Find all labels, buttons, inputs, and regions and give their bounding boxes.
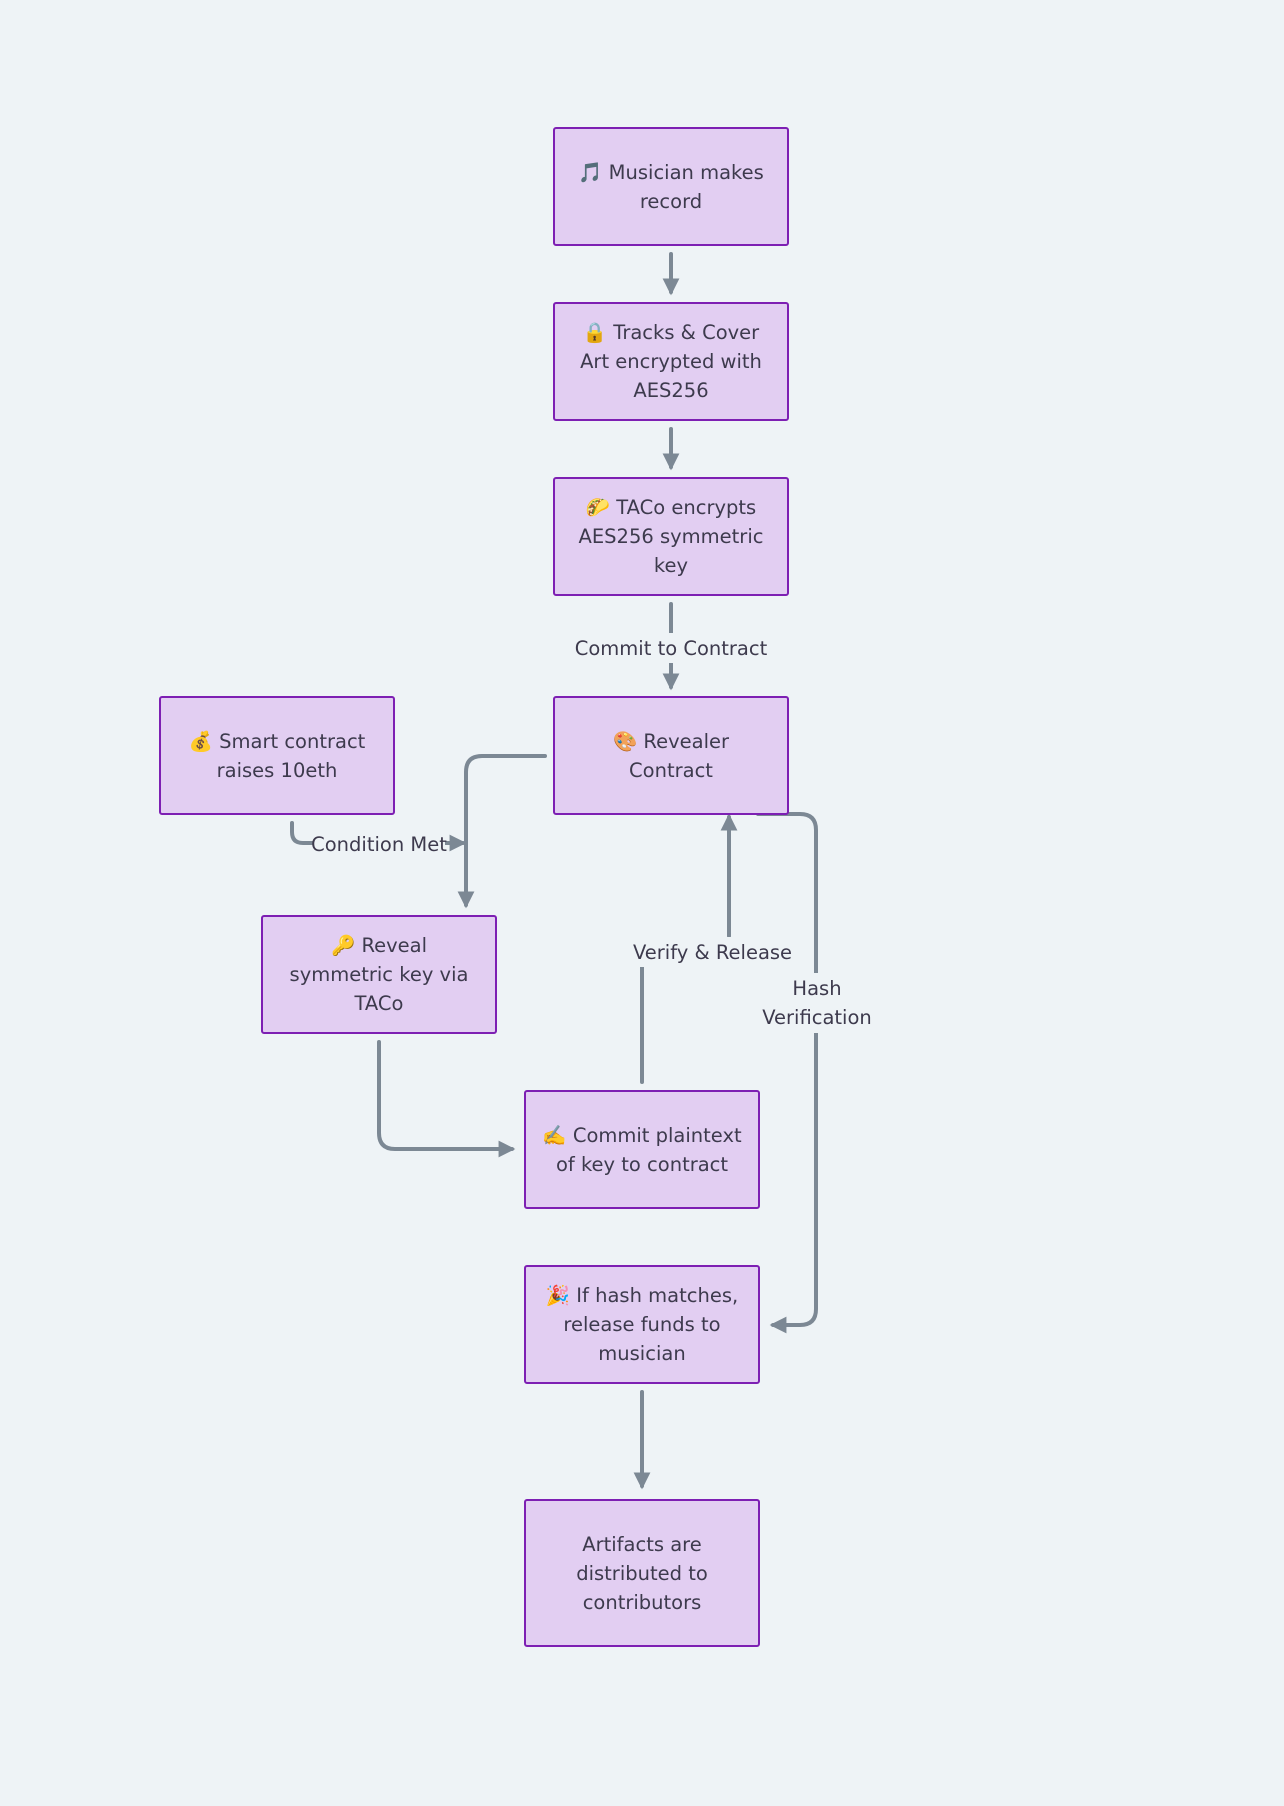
edge-label-condition-met: Condition Met: [311, 829, 447, 859]
edge-revealer-to-hash-match: [756, 812, 818, 1334]
edge-commit-to-revealer: [640, 817, 729, 1084]
node-revealer-contract: 🎨 Revealer Contract: [553, 696, 789, 815]
node-taco-encrypts-key: 🌮 TACo encrypts AES256 symmetric key: [553, 477, 789, 596]
edge-smart-contract-condition: [290, 821, 467, 852]
node-artifacts-distributed: Artifacts are distributed to contributor…: [524, 1499, 760, 1647]
node-musician-makes-record: 🎵 Musician makes record: [553, 127, 789, 246]
node-smart-contract-raises: 💰 Smart contract raises 10eth: [159, 696, 395, 815]
edge-label-hash-line1: Hash: [792, 977, 842, 1000]
node-reveal-symmetric-key: 🔑 Reveal symmetric key via TACo: [261, 915, 497, 1034]
node-commit-plaintext: ✍️ Commit plaintext of key to contract: [524, 1090, 760, 1209]
edge-label-hash-verification: Hash Verification: [760, 973, 874, 1033]
edge-revealer-to-reveal-key: [457, 754, 547, 909]
node-hash-matches-release: 🎉 If hash matches, release funds to musi…: [524, 1265, 760, 1384]
node-tracks-encrypted: 🔒 Tracks & Cover Art encrypted with AES2…: [553, 302, 789, 421]
edge-label-hash-line2: Verification: [762, 1006, 872, 1029]
edge-label-commit-to-contract: Commit to Contract: [572, 633, 770, 663]
edge-label-verify-release: Verify & Release: [630, 937, 795, 967]
edge-reveal-key-to-commit: [377, 1040, 516, 1158]
